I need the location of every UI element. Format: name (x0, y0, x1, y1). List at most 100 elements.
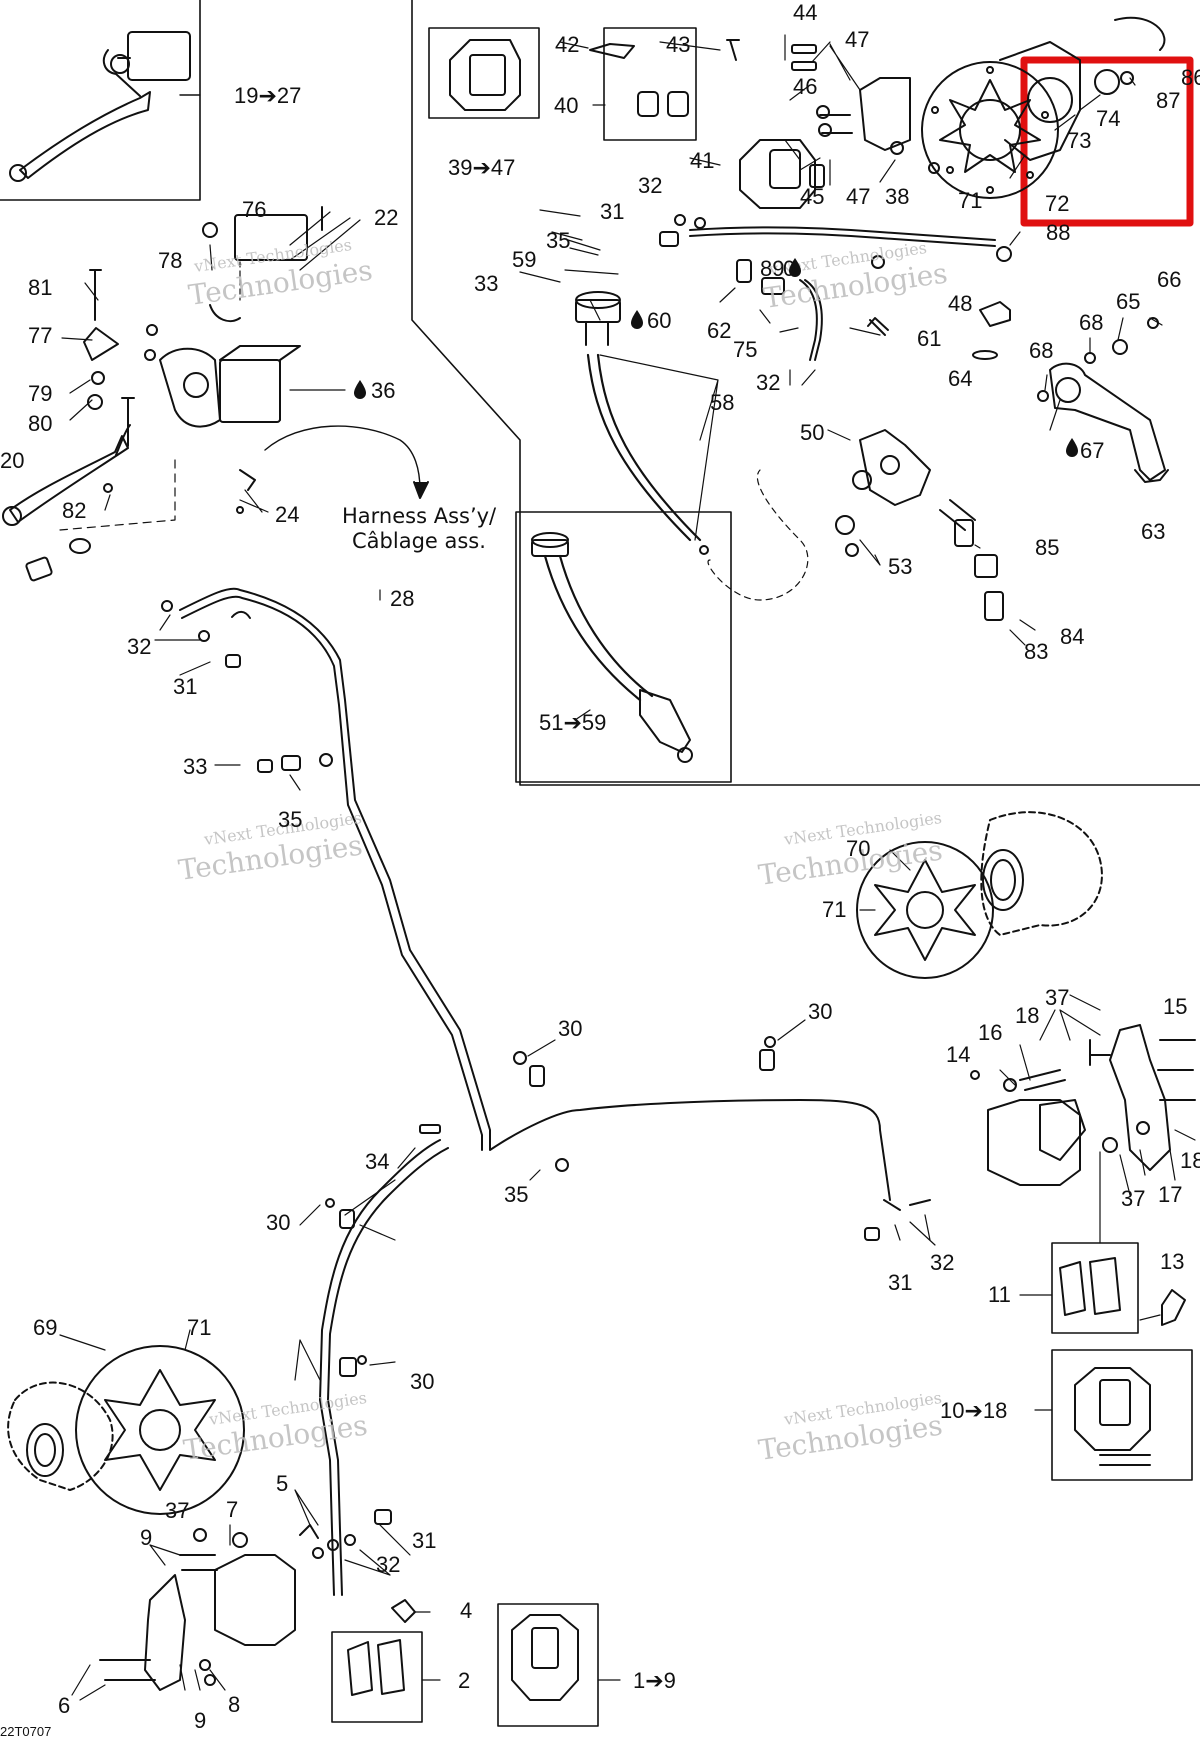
callout-68-left: 68 (1029, 338, 1053, 363)
front-lever-inset-drawing (9, 31, 201, 182)
callout-45: 45 (800, 184, 824, 209)
callout-79: 79 (28, 381, 52, 406)
callout-37-right-top: 37 (1045, 985, 1069, 1010)
rear-caliper-disc-drawing (449, 16, 1166, 209)
callout-72: 72 (1045, 191, 1069, 216)
callout-30-left: 30 (266, 1210, 290, 1235)
callout-60: 60 (647, 308, 671, 333)
harness-label-line2: Câblage ass. (352, 529, 486, 553)
callout-62: 62 (707, 318, 731, 343)
callout-32-top: 32 (638, 173, 662, 198)
callout-82: 82 (62, 498, 86, 523)
callout-20: 20 (0, 448, 24, 473)
callout-80: 80 (28, 411, 52, 436)
callout-86: 86 (1181, 65, 1200, 90)
callout-30-bottom: 30 (410, 1369, 434, 1394)
callout-50: 50 (800, 420, 824, 445)
callout-42: 42 (555, 32, 579, 57)
callout-1-9: 1➔9 (633, 1668, 676, 1693)
callout-32-right: 32 (930, 1250, 954, 1275)
callout-48: 48 (948, 291, 972, 316)
callout-7: 7 (226, 1497, 238, 1522)
callout-35-left: 35 (278, 807, 302, 832)
callout-71-right: 71 (822, 897, 846, 922)
callout-61: 61 (917, 326, 941, 351)
fluid-drop-icons (354, 258, 1078, 457)
callout-38: 38 (885, 184, 909, 209)
callout-70: 70 (846, 836, 870, 861)
callout-9-left: 9 (140, 1525, 152, 1550)
callout-30-right: 30 (808, 999, 832, 1024)
callout-2: 2 (458, 1668, 470, 1693)
callout-32-left: 32 (127, 634, 151, 659)
callout-28: 28 (390, 586, 414, 611)
master-cylinder-assembly-drawing (2, 206, 429, 582)
front-right-brake-drawing (856, 811, 1196, 1466)
callout-87: 87 (1156, 88, 1180, 113)
callout-66: 66 (1157, 267, 1181, 292)
callout-13: 13 (1160, 1249, 1184, 1274)
callout-15: 15 (1163, 994, 1187, 1019)
callout-69: 69 (33, 1315, 57, 1340)
fluid-drop-icon (354, 380, 366, 399)
fluid-drop-icon (631, 310, 643, 329)
callout-39-47: 39➔47 (448, 155, 515, 180)
brake-line-drawing (179, 587, 931, 1596)
callout-30-center: 30 (558, 1016, 582, 1041)
callout-47-bottom: 47 (846, 184, 870, 209)
callout-43: 43 (666, 32, 690, 57)
callout-88: 88 (1046, 220, 1070, 245)
callout-24: 24 (275, 502, 299, 527)
callout-85: 85 (1035, 535, 1059, 560)
leader-lines (59, 34, 1196, 1701)
callout-36: 36 (371, 378, 395, 403)
callout-67: 67 (1080, 438, 1104, 463)
callout-78: 78 (158, 248, 182, 273)
callout-84: 84 (1060, 624, 1084, 649)
rear-master-cylinder-inset-drawing (531, 532, 693, 763)
callout-44: 44 (793, 0, 817, 25)
callout-81: 81 (28, 275, 52, 300)
diagram-code: 22T0707 (0, 1724, 51, 1739)
callout-53: 53 (888, 554, 912, 579)
callout-35-center: 35 (504, 1182, 528, 1207)
callout-10-18: 10➔18 (940, 1398, 1007, 1423)
callout-63: 63 (1141, 519, 1165, 544)
callout-11: 11 (988, 1282, 1011, 1307)
callout-31-top: 31 (600, 199, 624, 224)
fluid-drop-icon (1066, 438, 1078, 457)
callout-77: 77 (28, 323, 52, 348)
callout-75: 75 (733, 337, 757, 362)
callout-51-59: 51➔59 (539, 710, 606, 735)
callout-65: 65 (1116, 289, 1140, 314)
rear-master-cylinder-pedal-drawing (575, 214, 1169, 621)
callout-33-left: 33 (183, 754, 207, 779)
callout-71-top: 71 (958, 188, 982, 213)
callout-32-mid: 32 (756, 370, 780, 395)
callout-8: 8 (228, 1692, 240, 1717)
callout-59: 59 (512, 247, 536, 272)
callout-74: 74 (1096, 106, 1120, 131)
callout-31-bottom: 31 (412, 1528, 436, 1553)
callout-33-top: 33 (474, 271, 498, 296)
callout-4: 4 (460, 1598, 472, 1623)
callout-37-right-bottom: 37 (1121, 1186, 1145, 1211)
callout-37-left: 37 (165, 1498, 189, 1523)
callout-68-top: 68 (1079, 310, 1103, 335)
front-left-brake-drawing (7, 1345, 579, 1701)
callout-90: 0 (783, 256, 795, 281)
callout-46: 46 (793, 74, 817, 99)
highlight-box (1020, 56, 1194, 227)
callout-34: 34 (365, 1149, 389, 1174)
callout-14: 14 (946, 1042, 970, 1067)
callout-58: 58 (710, 390, 734, 415)
callout-47-top: 47 (845, 27, 869, 52)
callout-6: 6 (58, 1693, 70, 1718)
callout-18-right-bottom: 18 (1180, 1148, 1200, 1173)
callout-40: 40 (554, 93, 578, 118)
callout-89: 89 (760, 256, 784, 281)
callout-5: 5 (276, 1471, 288, 1496)
